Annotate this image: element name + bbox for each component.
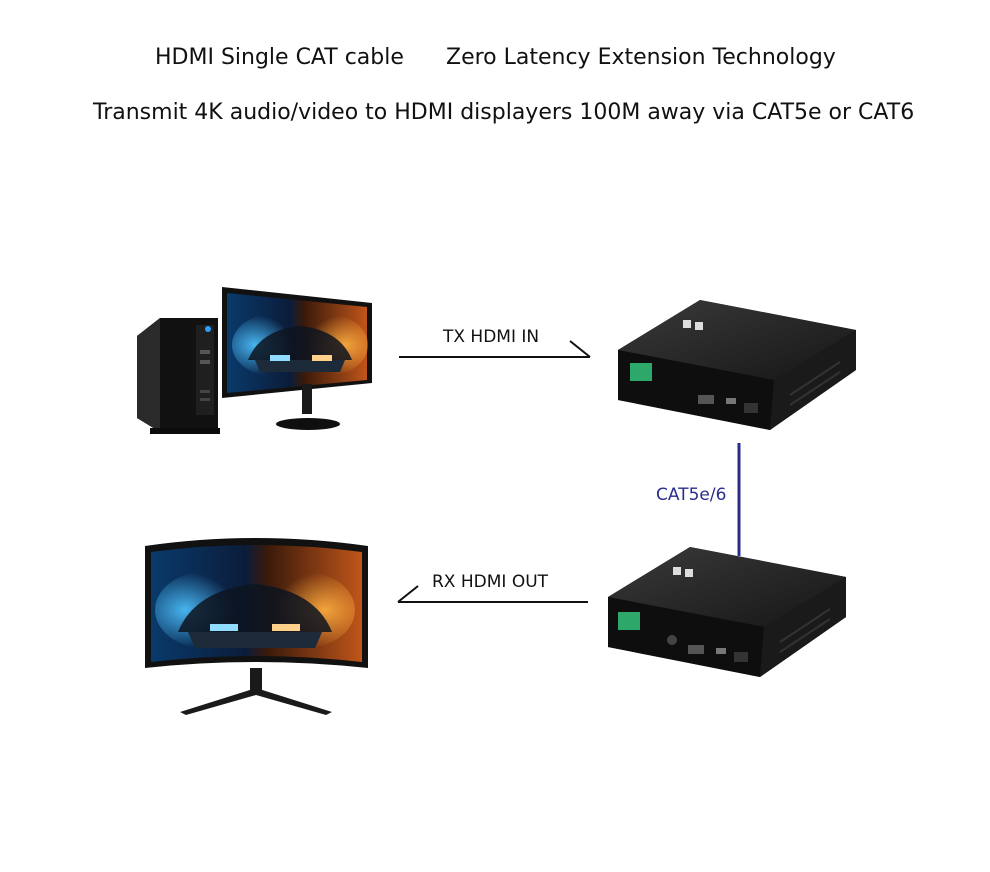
display-monitor-icon — [145, 538, 368, 715]
source-monitor-icon — [222, 287, 372, 430]
tx-hdmi-in-label: TX HDMI IN — [443, 327, 540, 347]
subtitle-text: Transmit 4K audio/video to HDMI displaye… — [93, 100, 915, 125]
title-text-left: HDMI Single CAT cable — [155, 45, 404, 70]
rx-extender-box — [608, 547, 846, 677]
title-text-right: Zero Latency Extension Technology — [446, 45, 836, 70]
rx-hdmi-out-label: RX HDMI OUT — [432, 572, 549, 592]
pc-tower-icon — [137, 318, 220, 434]
cable-type-label: CAT5e/6 — [656, 485, 727, 505]
tx-arrow — [399, 340, 591, 358]
tx-extender-box — [618, 300, 856, 430]
rx-arrow — [397, 585, 588, 603]
